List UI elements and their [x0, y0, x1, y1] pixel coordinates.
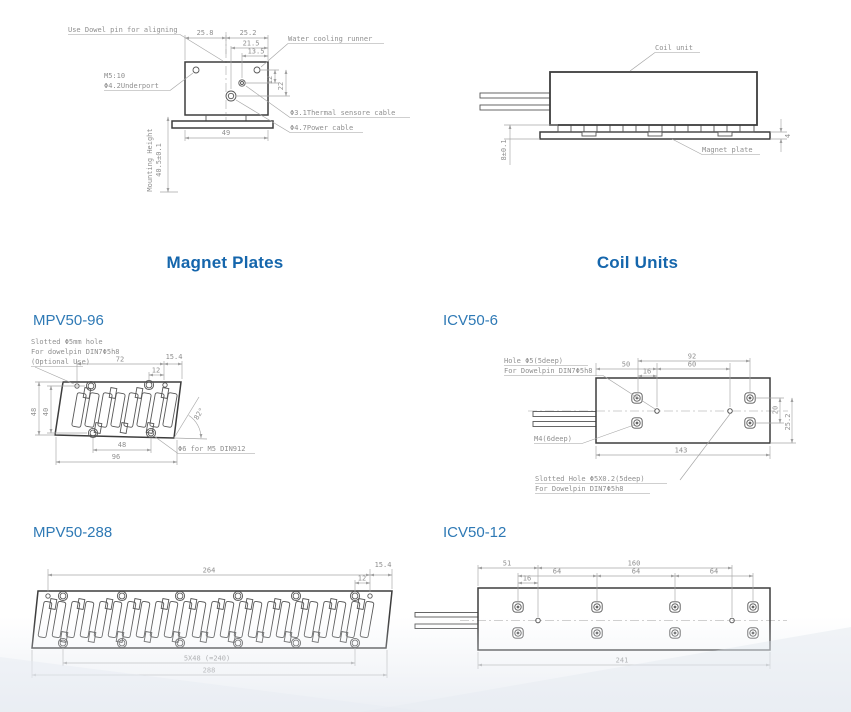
water-cooling-note: Water cooling runner	[288, 35, 372, 43]
dim-21-5: 21.5	[243, 40, 260, 48]
dim-241: 241	[616, 657, 629, 665]
front-view-geometry	[171, 32, 274, 129]
coil-unit-label: Coil unit	[655, 44, 693, 52]
dim-92: 92	[688, 353, 696, 361]
dim-25-8: 25.8	[197, 29, 214, 37]
icv6-callouts: Hole Φ5(5deep) For Dowelpin DIN7Φ5h8 M4(…	[504, 357, 731, 494]
m4-note: M4(6deep)	[534, 435, 572, 443]
thread-note: M5:10	[104, 72, 125, 80]
dim-51: 51	[503, 560, 511, 568]
dim-60: 60	[688, 361, 696, 369]
mounting-height-label: Mounting Height	[146, 128, 154, 191]
dim-64c: 64	[710, 568, 718, 576]
dim-15-4: 15.4	[166, 353, 183, 361]
side-view-callouts: Coil unit Magnet plate	[629, 44, 760, 155]
dowel-pin-note: Use Dowel pin for aligning	[68, 26, 178, 34]
dim-12: 12	[266, 76, 274, 84]
hole-note-1: Hole Φ5(5deep)	[504, 357, 563, 365]
dim-143: 143	[675, 447, 688, 455]
dim-48-left: 48	[30, 408, 38, 416]
dim-48-bottom: 48	[118, 441, 126, 449]
dim-72: 72	[116, 356, 124, 364]
mpv96-callouts: Slotted Φ5mm hole For dowelpin DIN7Φ5h8 …	[31, 338, 255, 454]
dim-12b: 12	[152, 367, 160, 375]
dim-49: 49	[222, 129, 230, 137]
slotted-hole-note-2: For dowelpin DIN7Φ5h8	[31, 348, 120, 356]
dim-12c: 12	[358, 575, 366, 583]
mpv96-geometry	[54, 379, 182, 439]
mpv288-geometry	[31, 590, 393, 649]
screw-note: Φ6 for M5 DIN912	[178, 445, 245, 453]
magnet-plates-title: Magnet Plates	[166, 253, 284, 272]
side-view-geometry	[479, 71, 771, 140]
assembly-side-view-drawing: 8±0.1 4 Coil unit Magnet plate	[479, 44, 792, 165]
side-view-dimensions: 8±0.1 4	[500, 119, 792, 165]
mpv50-288-drawing: 264 15.4 12 5X48 (=240) 288	[31, 561, 393, 678]
mpv288-dimensions: 264 15.4 12 5X48 (=240) 288	[31, 561, 393, 678]
mpv50-96-drawing: 72 15.4 12 48 40 48 96 82° Slotted Φ5	[30, 338, 255, 465]
mpv96-dimensions: 72 15.4 12 48 40 48 96 82°	[30, 353, 208, 465]
dim-25-2b: 25.2	[784, 414, 792, 431]
dim-angle: 82°	[193, 406, 206, 421]
dim-64a: 64	[553, 568, 561, 576]
slotted-hole-note-b: For Dowelpin DIN7Φ5h8	[535, 485, 624, 493]
dim-40: 40	[42, 408, 50, 416]
hole-note-2: For Dowelpin DIN7Φ5h8	[504, 367, 593, 375]
dim-64b: 64	[632, 568, 640, 576]
model-mpv50-288: MPV50-288	[33, 524, 113, 541]
mounting-height-value: 40.5±0.1	[155, 143, 163, 177]
coil-units-title: Coil Units	[596, 253, 679, 272]
dim-16b: 16	[523, 575, 531, 583]
power-cable-note: Φ4.7Power cable	[290, 124, 353, 132]
icv6-dimensions: 92 50 60 16 20 25.2 143	[595, 353, 796, 459]
dim-20: 20	[772, 406, 780, 414]
front-view-dimensions: 25.8 25.2 21.5 13.5 12 22 49 Mounting He…	[146, 29, 290, 193]
slotted-hole-note-1: Slotted Φ5mm hole	[31, 338, 103, 346]
dim-264: 264	[203, 567, 216, 575]
thermal-cable-note: Φ3.1Thermal sensore cable	[290, 109, 395, 117]
coil-unit-front-view-drawing: 25.8 25.2 21.5 13.5 12 22 49 Mounting He…	[68, 26, 410, 193]
slotted-hole-note-3: (Optional Use)	[31, 358, 90, 366]
dim-5x48: 5X48 (=240)	[184, 655, 230, 663]
magnet-plate-label: Magnet plate	[702, 146, 753, 154]
dim-16: 16	[643, 368, 651, 376]
dim-96: 96	[112, 453, 120, 461]
icv12-geometry	[414, 587, 787, 651]
icv50-6-drawing: 92 50 60 16 20 25.2 143 Hole Φ5(5deep) F…	[504, 353, 796, 494]
model-mpv50-96: MPV50-96	[33, 312, 104, 329]
front-view-callouts: Use Dowel pin for aligning Water cooling…	[68, 26, 410, 133]
dim-4-thick: 4	[784, 134, 792, 138]
model-icv50-12: ICV50-12	[443, 524, 507, 541]
dim-15-4c: 15.4	[375, 561, 392, 569]
icv50-12-drawing: 51 160 64 64 64 16 241	[414, 560, 787, 669]
slotted-hole-note-a: Slotted Hole Φ5X0.2(5deep)	[535, 475, 645, 483]
icv6-geometry	[528, 377, 788, 444]
icv12-dimensions: 51 160 64 64 64 16 241	[477, 560, 771, 669]
dim-288: 288	[203, 667, 216, 675]
dim-25-2: 25.2	[240, 29, 257, 37]
dim-50: 50	[622, 361, 630, 369]
dim-13-5: 13.5	[248, 48, 265, 56]
dim-8-gap: 8±0.1	[500, 139, 508, 160]
dim-22: 22	[277, 82, 285, 90]
underport-note: Φ4.2Underport	[104, 82, 159, 90]
model-icv50-6: ICV50-6	[443, 312, 499, 329]
dim-160: 160	[628, 560, 641, 568]
